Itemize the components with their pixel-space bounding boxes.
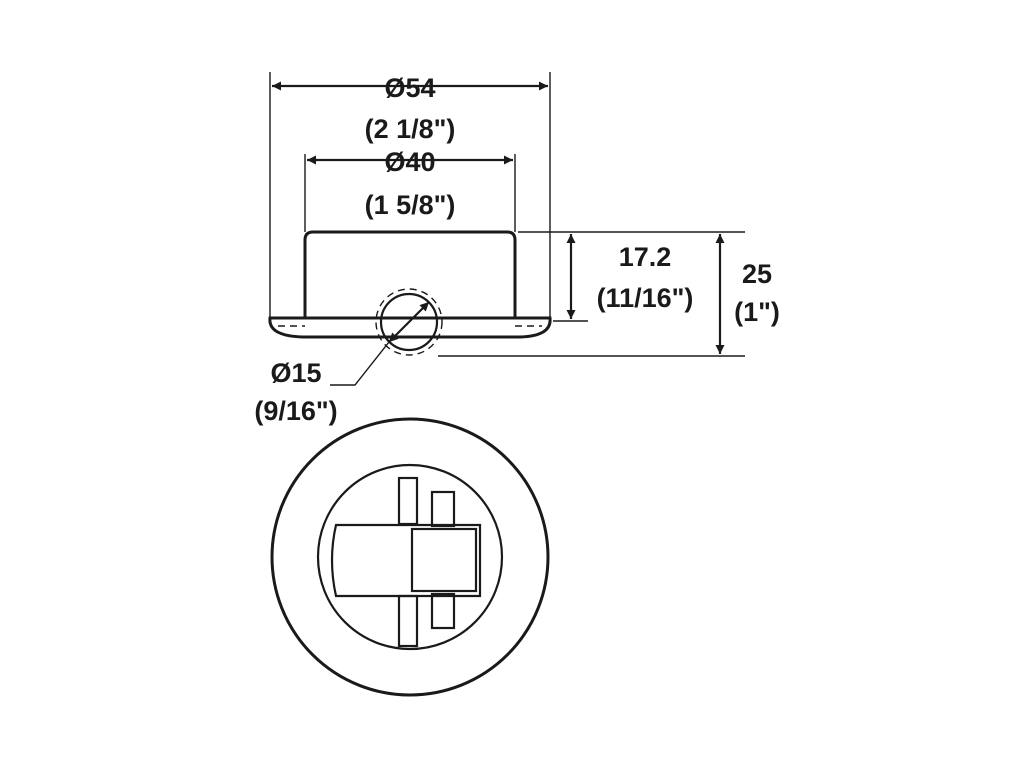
- outer-diameter-metric: Ø54: [384, 73, 435, 103]
- ball-diameter-dimension-line: [388, 301, 430, 343]
- wheel-hub: [410, 527, 478, 593]
- body-height-metric: 17.2: [619, 242, 672, 272]
- inner-diameter-imperial: (1 5/8"): [365, 190, 456, 220]
- caster-flange: [268, 316, 552, 339]
- bracket-bar-top: [430, 490, 456, 528]
- ball-diameter-imperial: (9/16"): [254, 396, 337, 426]
- outer-diameter-imperial: (2 1/8"): [365, 114, 456, 144]
- axle-bar-top: [397, 476, 419, 526]
- ball-outline: [379, 292, 439, 352]
- total-height-metric: 25: [742, 259, 772, 289]
- ball-hidden-outline: [375, 288, 443, 356]
- inner-diameter-metric: Ø40: [384, 147, 435, 177]
- top-view: [270, 417, 550, 697]
- outer-flange-circle: [270, 417, 550, 697]
- total-height-imperial: (1"): [734, 297, 780, 327]
- wheel-body: [330, 523, 482, 598]
- bracket-bar-bottom: [430, 592, 456, 630]
- caster-body: [303, 230, 517, 318]
- ball-diameter-leader: [330, 341, 390, 386]
- body-height-imperial: (11/16"): [597, 283, 694, 313]
- inner-body-circle: [316, 463, 504, 651]
- side-view: [268, 72, 745, 386]
- axle-bar-bottom: [397, 594, 419, 648]
- ball-diameter-metric: Ø15: [270, 358, 321, 388]
